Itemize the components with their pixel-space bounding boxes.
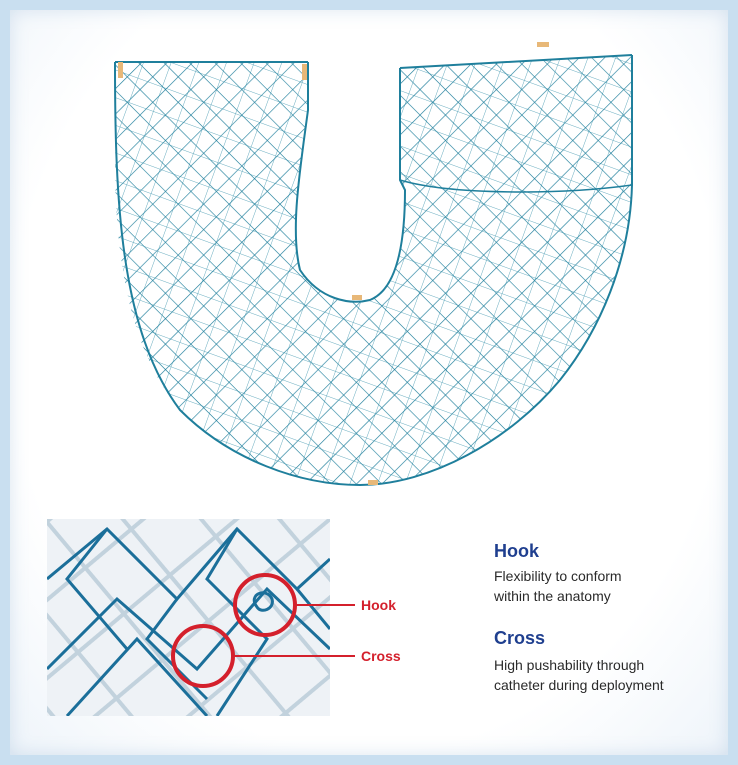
feature-description-line: catheter during deployment [494, 677, 664, 693]
mesh-closeup [47, 519, 330, 716]
stent-illustration [114, 42, 633, 487]
marker [537, 42, 549, 47]
marker [352, 295, 362, 300]
feature-title-cross: Cross [494, 628, 546, 648]
feature-description-cross: High pushability through catheter during… [494, 655, 734, 695]
feature-description-line: High pushability through [494, 657, 645, 673]
marker [302, 64, 307, 80]
feature-description-line: Flexibility to conform [494, 568, 622, 584]
marker [118, 62, 123, 78]
mesh-closeup-svg [47, 519, 330, 716]
feature-title-hook: Hook [494, 541, 539, 561]
marker [368, 480, 378, 485]
cross-callout-label: Cross [361, 648, 401, 664]
feature-description-line: within the anatomy [494, 588, 611, 604]
feature-description-hook: Flexibility to conform within the anatom… [494, 566, 734, 606]
hook-callout-label: Hook [361, 597, 396, 613]
